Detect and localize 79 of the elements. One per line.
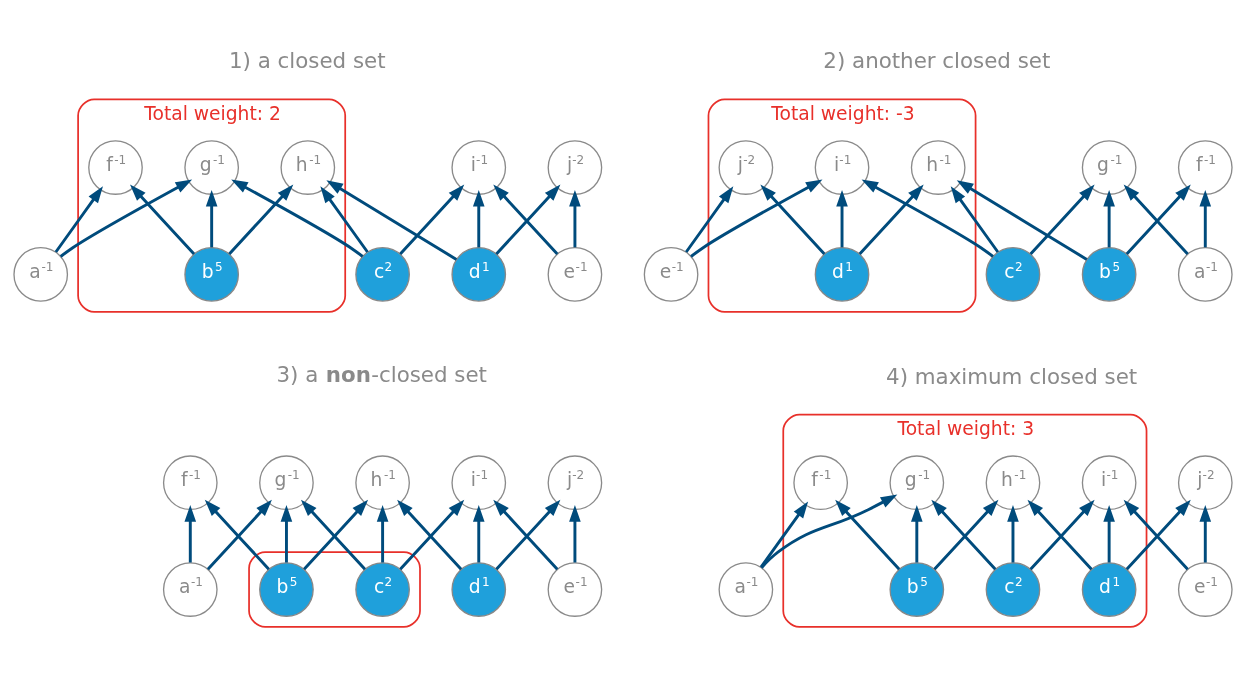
- node-circle: a$^{-1}$: [162, 561, 218, 617]
- node-circle: i$^{-1}$: [814, 139, 870, 195]
- node-circle: a$^{-1}$: [13, 246, 69, 302]
- node-circle: i$^{-1}$: [451, 454, 507, 510]
- node-circle: e$^{-1}$: [643, 246, 699, 302]
- node-circle: j$^{-2}$: [1177, 454, 1233, 510]
- arrow: [1199, 504, 1212, 562]
- node-circle: b$^{5}$: [1081, 246, 1137, 302]
- arrow: [1199, 189, 1212, 247]
- node-circle: d$^{1}$: [1081, 561, 1137, 617]
- arrow: [760, 184, 826, 255]
- arrow: [1103, 504, 1115, 562]
- node-circle: i$^{-1}$: [1081, 454, 1137, 510]
- arrow: [690, 178, 823, 258]
- label: 2) another closed set: [823, 47, 1051, 73]
- arrow: [759, 501, 809, 568]
- arrow: [472, 504, 485, 562]
- arrow: [231, 178, 364, 258]
- arrow: [1103, 189, 1115, 247]
- node-circle: j$^{-2}$: [547, 139, 603, 195]
- arrow: [54, 185, 103, 253]
- node-circle: b$^{5}$: [889, 561, 945, 617]
- node-circle: h$^{-1}$: [985, 454, 1041, 510]
- arrow: [326, 179, 458, 261]
- node-circle: d$^{1}$: [451, 246, 507, 302]
- node-circle: g$^{-1}$: [1081, 139, 1137, 195]
- label: 3) a non-closed set: [276, 361, 487, 387]
- arrow: [858, 184, 924, 255]
- arrow: [1029, 184, 1095, 255]
- arrow: [1007, 504, 1019, 562]
- node-circle: c$^{2}$: [355, 561, 410, 617]
- arrow: [399, 184, 465, 255]
- node-circle: e$^{-1}$: [547, 561, 603, 617]
- node-circle: j$^{-2}$: [718, 139, 774, 195]
- node-circle: c$^{2}$: [985, 561, 1041, 617]
- arrow: [376, 504, 389, 562]
- cluster: [248, 550, 421, 628]
- node-circle: g$^{-1}$: [889, 454, 945, 510]
- arrow: [956, 179, 1088, 261]
- node-circle: e$^{-1}$: [547, 246, 603, 302]
- node-circle: f$^{-1}$: [162, 454, 218, 510]
- arrow: [184, 504, 197, 562]
- arrow: [950, 185, 1000, 253]
- arrow: [228, 184, 294, 255]
- label: 4) maximum closed set: [886, 363, 1138, 389]
- arrow: [835, 499, 901, 570]
- arrow: [472, 189, 485, 247]
- node-circle: e$^{-1}$: [1177, 561, 1233, 617]
- arrow: [685, 185, 734, 253]
- arrow: [320, 185, 369, 253]
- arrow: [59, 178, 193, 258]
- node-circle: a$^{-1}$: [1177, 246, 1233, 302]
- arrow: [130, 184, 196, 255]
- node-circle: f$^{-1}$: [793, 454, 849, 510]
- arrow: [280, 504, 293, 562]
- arrow: [861, 178, 994, 258]
- node-circle: c$^{2}$: [355, 246, 410, 302]
- node-circle: f$^{-1}$: [88, 139, 143, 195]
- node-circle: j$^{-2}$: [547, 454, 603, 510]
- arrow: [760, 494, 898, 569]
- arrow: [911, 504, 923, 562]
- node-circle: d$^{1}$: [451, 561, 507, 617]
- node-circle: b$^{5}$: [184, 246, 240, 302]
- node-circle: f$^{-1}$: [1177, 139, 1233, 195]
- node-circle: h$^{-1}$: [910, 139, 966, 195]
- node-circle: g$^{-1}$: [184, 139, 240, 195]
- node-circle: a$^{-1}$: [718, 561, 774, 617]
- node-circle: h$^{-1}$: [280, 139, 336, 195]
- node-circle: c$^{2}$: [985, 246, 1041, 302]
- arrow: [836, 189, 848, 247]
- node-circle: h$^{-1}$: [355, 454, 410, 510]
- arrow: [205, 189, 218, 247]
- arrow: [569, 504, 581, 562]
- node-circle: g$^{-1}$: [259, 454, 314, 510]
- label: 1) a closed set: [229, 47, 386, 73]
- node-circle: d$^{1}$: [814, 246, 870, 302]
- node-circle: b$^{5}$: [259, 561, 314, 617]
- node-circle: i$^{-1}$: [451, 139, 507, 195]
- arrow: [569, 189, 581, 247]
